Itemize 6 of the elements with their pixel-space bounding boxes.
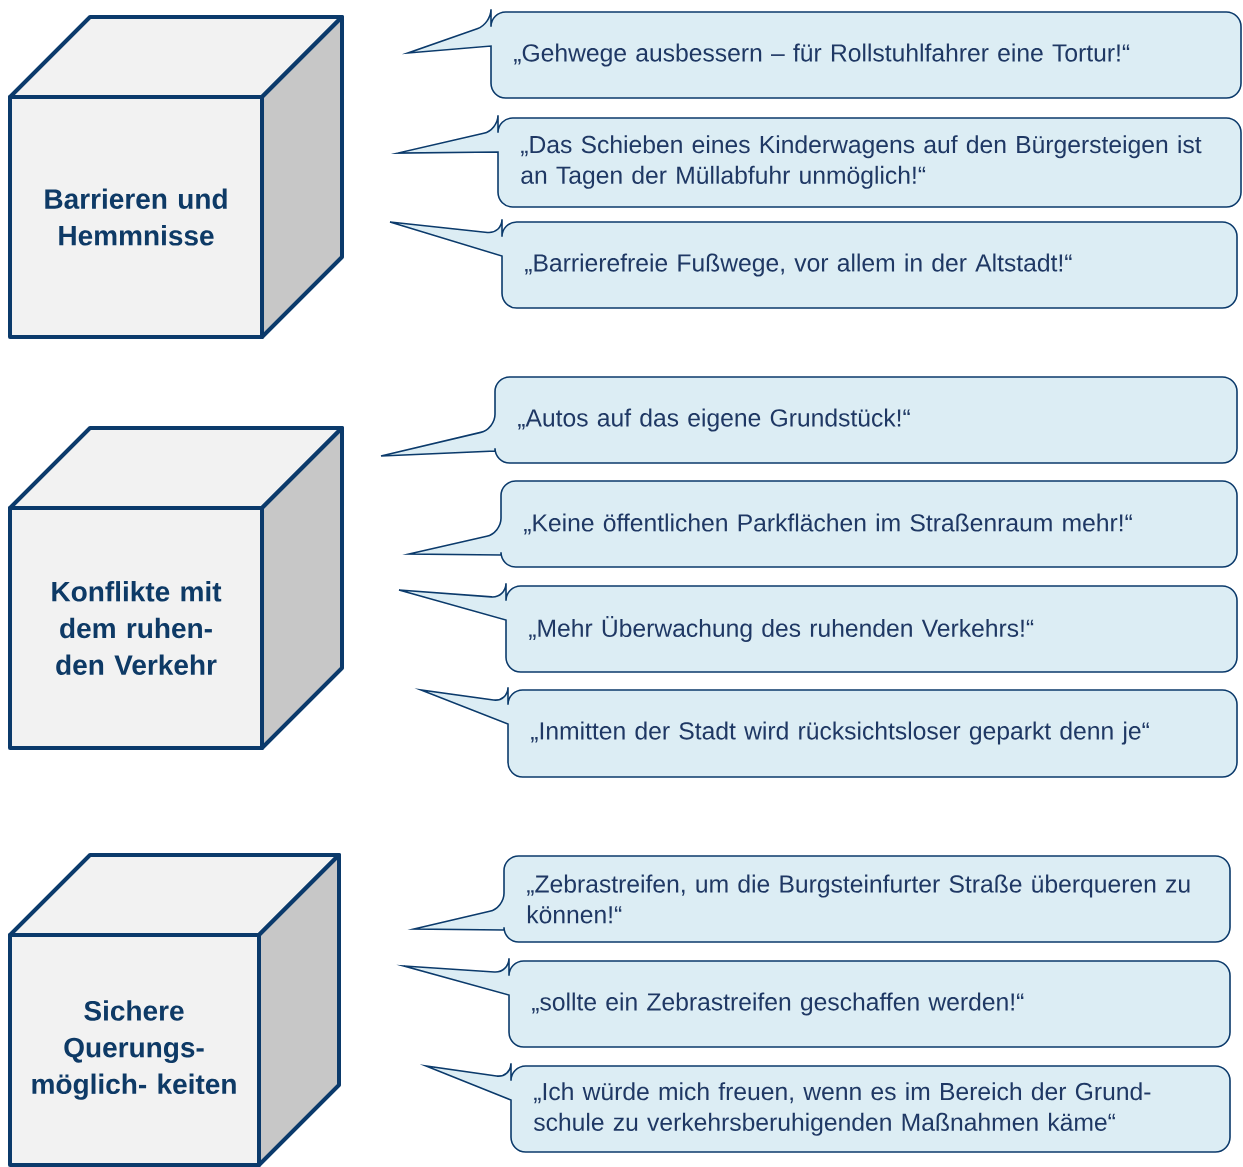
cube: Sichere Querungs- möglich- keiten	[8, 853, 341, 1167]
speech-bubble: „Barrierefreie Fußwege, vor allem in der Altstadt!“	[389, 218, 1238, 309]
speech-bubble: „Autos auf das eigene Grundstück!“	[380, 376, 1238, 464]
speech-bubble: „Mehr Überwachung des ruhenden Verkehrs!“	[398, 582, 1238, 673]
cube: Konflikte mit dem ruhen- den Verkehr	[8, 426, 344, 750]
cube: Barrieren und Hemmnisse	[8, 15, 344, 339]
